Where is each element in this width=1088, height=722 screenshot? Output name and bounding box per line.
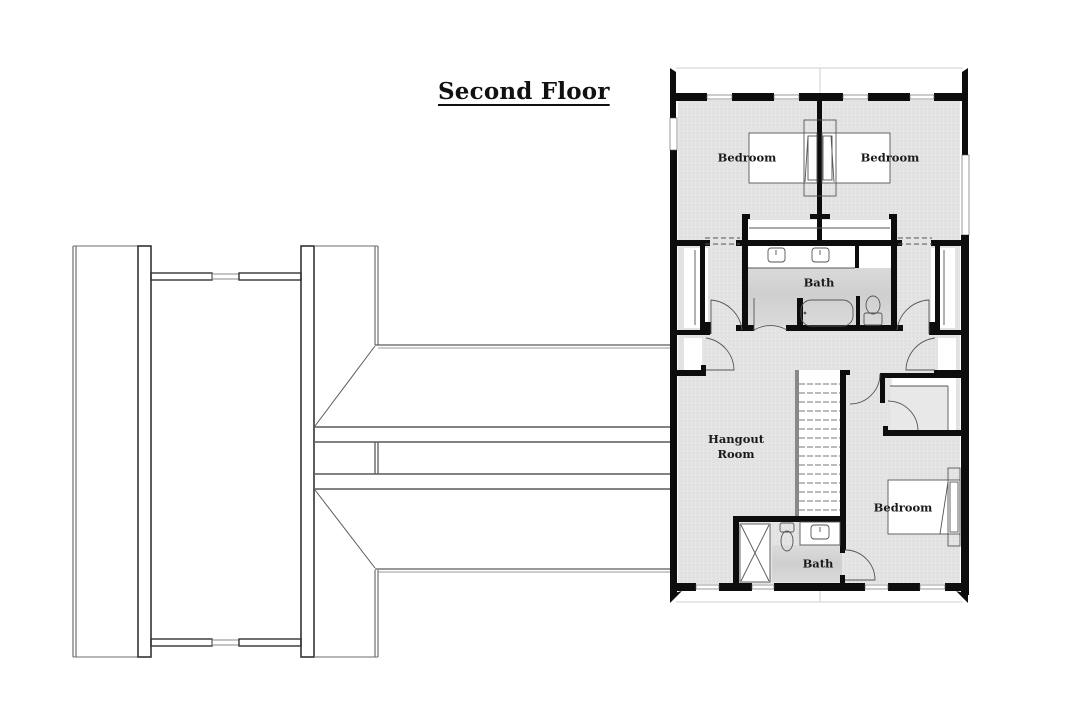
lower-roof-plan [72, 245, 379, 658]
upper-eaves [676, 67, 963, 603]
room-label-bedroom-ne: Bedroom [860, 150, 920, 165]
fixtures [694, 119, 961, 583]
room-label-bath-main: Bath [803, 275, 835, 290]
exterior-walls [669, 68, 970, 603]
room-label-bedroom-se: Bedroom [873, 500, 933, 515]
page-title: Second Floor [438, 78, 610, 105]
interior-walls [676, 100, 963, 586]
connector-roof [314, 344, 670, 573]
room-label-bedroom-nw: Bedroom [717, 150, 777, 165]
room-label-bath-small: Bath [802, 556, 834, 571]
room-label-hangout-room: Hangout Room [707, 432, 765, 461]
